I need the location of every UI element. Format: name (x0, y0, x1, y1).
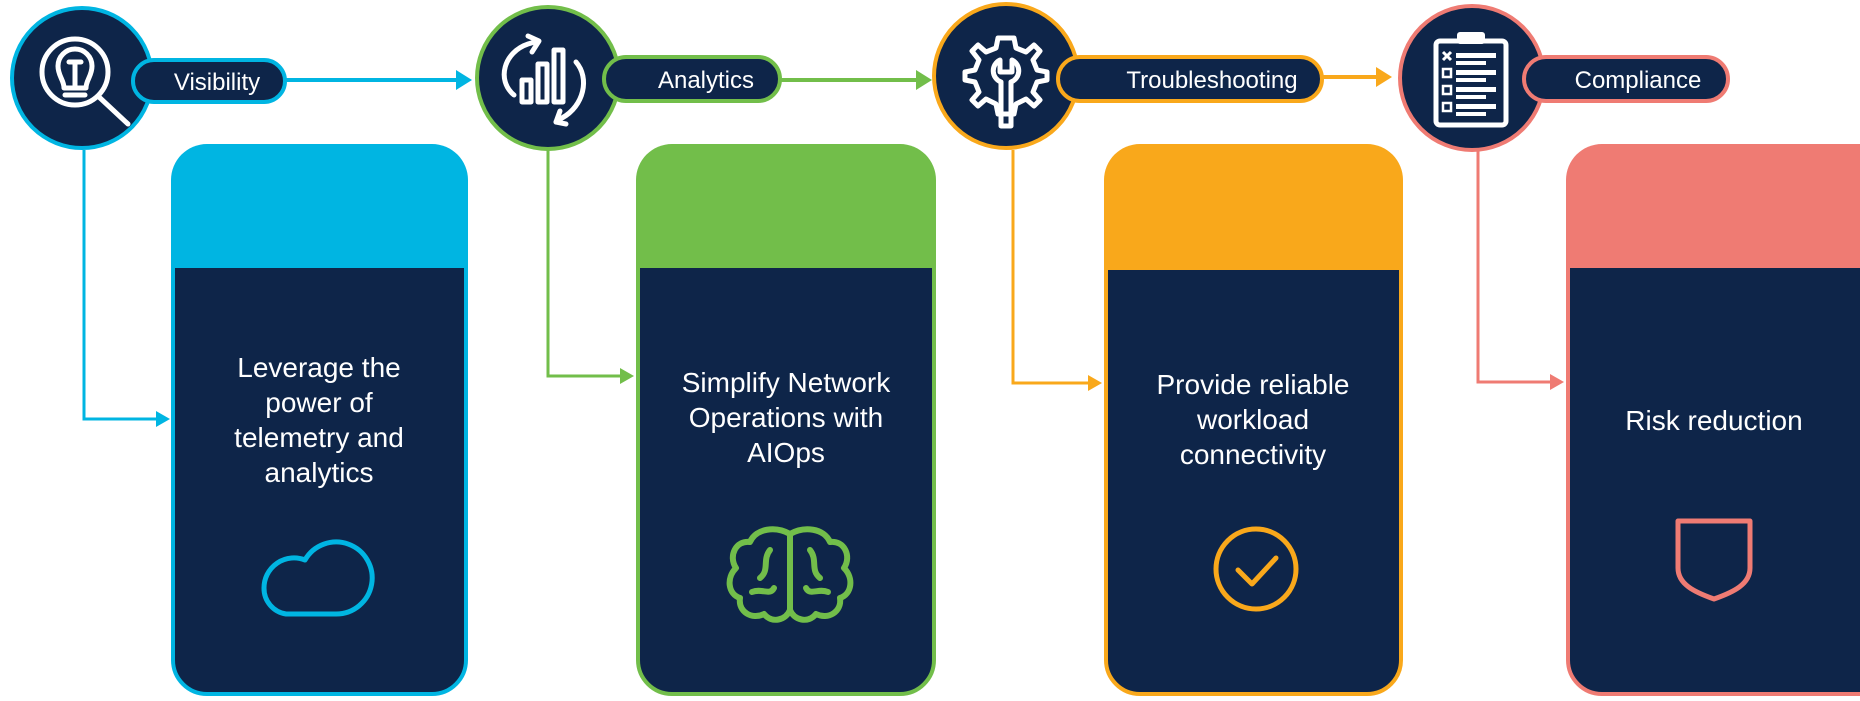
pill-visibility: Visibility (131, 58, 287, 104)
checkmark-circle-icon (1213, 526, 1299, 612)
card-description-analytics-text: Simplify Network Operations with AIOps (681, 367, 891, 468)
elbow-arrow-analytics (546, 150, 634, 384)
pill-compliance: Compliance (1522, 55, 1730, 103)
card-description-compliance-text: Risk reduction (1625, 404, 1803, 436)
card-description-visibility: Leverage the power of telemetry and anal… (190, 345, 448, 495)
bar-chart-cycle-icon (501, 33, 586, 127)
clipboard-checklist-icon (1433, 32, 1509, 128)
pill-troubleshooting: Troubleshooting (1056, 55, 1324, 103)
shield-icon (1675, 518, 1753, 602)
card-troubleshooting (1104, 144, 1403, 696)
elbow-arrow-troubleshooting (1011, 150, 1102, 391)
card-description-visibility-text: Leverage the power of telemetry and anal… (234, 352, 404, 488)
step-troubleshooting (932, 2, 1080, 150)
arrow-visibility-to-analytics (285, 70, 472, 90)
card-visibility (171, 144, 468, 696)
card-compliance (1566, 144, 1860, 696)
lightbulb-magnifier-icon (39, 36, 131, 127)
card-description-troubleshooting-text: Provide reliable workload connectivity (1156, 369, 1350, 470)
pill-label-analytics: Analytics (658, 67, 754, 94)
card-description-analytics: Simplify Network Operations with AIOps (654, 360, 918, 475)
step-analytics (475, 5, 621, 151)
arrow-analytics-to-troubleshooting (780, 70, 932, 90)
arrow-troubleshooting-to-compliance (1322, 67, 1392, 87)
elbow-arrow-visibility (82, 150, 170, 427)
pill-analytics: Analytics (602, 55, 782, 103)
elbow-arrow-compliance (1476, 150, 1564, 390)
pill-label-compliance: Compliance (1575, 67, 1702, 94)
card-description-compliance: Risk reduction (1584, 400, 1844, 440)
card-description-troubleshooting: Provide reliable workload connectivity (1120, 362, 1386, 477)
step-compliance (1398, 4, 1546, 152)
pill-label-troubleshooting: Troubleshooting (1126, 67, 1297, 94)
step-visibility (10, 6, 154, 150)
cloud-icon (261, 539, 375, 617)
card-analytics (636, 144, 936, 696)
brain-icon (726, 526, 854, 623)
pill-label-visibility: Visibility (174, 69, 260, 96)
gear-wrench-icon (962, 35, 1050, 129)
